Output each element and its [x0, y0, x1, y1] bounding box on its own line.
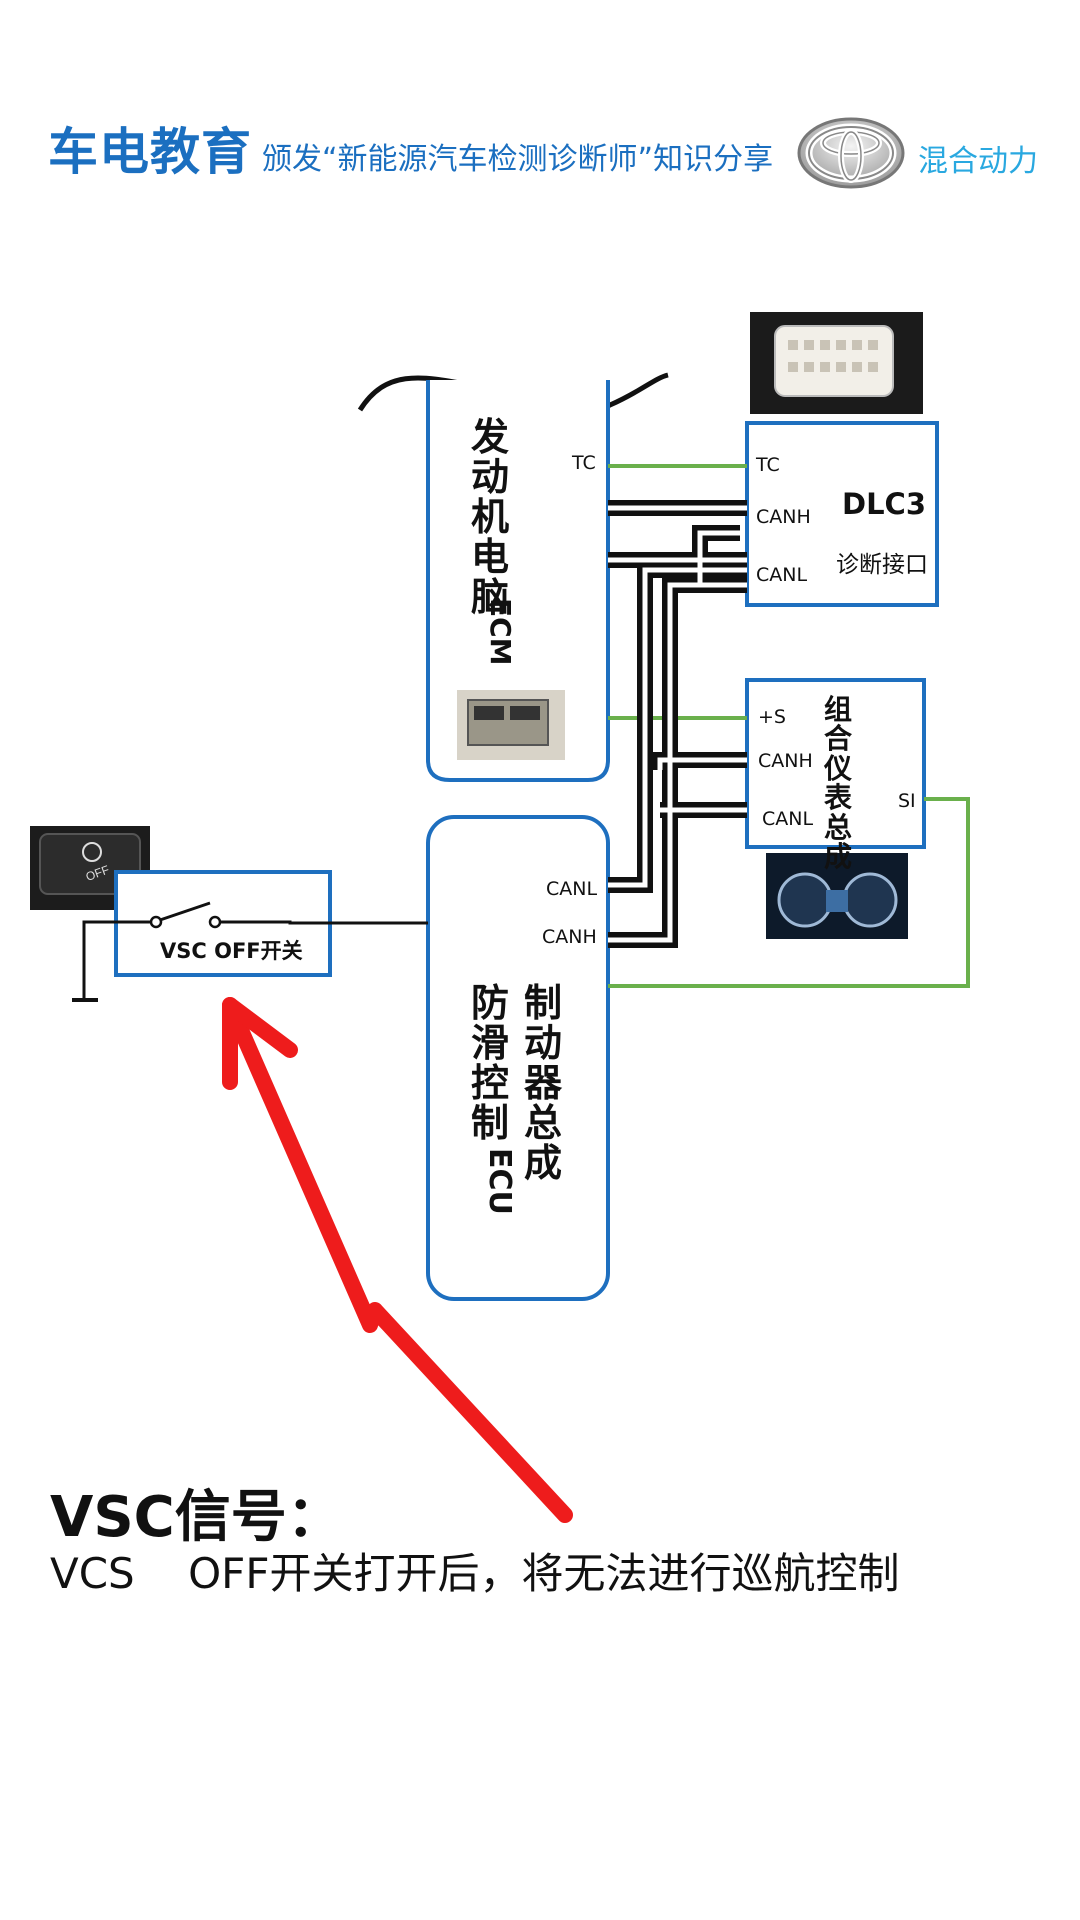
meter-pin-canl: CANL	[762, 808, 814, 830]
switch-signal-wire	[220, 920, 428, 925]
meter-pin-s: +S	[758, 706, 786, 728]
signal-title: VSC信号：	[50, 1485, 343, 1550]
signal-description: VCS OFF开关打开后，将无法进行巡航控制	[50, 1549, 900, 1598]
ecm-photo	[457, 690, 565, 760]
can-bus-bundle	[608, 500, 747, 948]
meter-pin-si: SI	[898, 790, 916, 812]
brake-ecu-label-1: 制动器总成	[523, 981, 562, 1185]
brake-pin-canh: CANH	[542, 926, 597, 948]
brand-title: 车电教育	[48, 123, 252, 181]
brake-ecu-label-2: 防滑控制	[470, 981, 509, 1145]
ecm-box	[426, 380, 610, 782]
vsc-switch-label: VSC OFF开关	[160, 939, 303, 963]
dlc3-title: DLC3	[842, 487, 927, 521]
red-arrow	[222, 997, 573, 1523]
dlc3-pin-tc: TC	[756, 454, 780, 476]
brake-pin-canl: CANL	[546, 878, 598, 900]
header-tagline: 颁发“新能源汽车检测诊断师”知识分享	[262, 142, 774, 177]
si-signal-line	[608, 797, 970, 988]
meter-label: 组合仪表总成	[823, 693, 852, 873]
dlc3-subtitle: 诊断接口	[836, 552, 928, 578]
ecm-label: 发动机电脑	[470, 415, 509, 619]
brake-ecu-box	[426, 815, 610, 1301]
brake-ecu-label-2b: ECU	[482, 1148, 517, 1215]
dlc3-pin-canh: CANH	[756, 506, 811, 528]
dlc3-pin-canl: CANL	[756, 564, 808, 586]
ecm-sub-label: ECM	[484, 598, 517, 666]
meter-box	[745, 678, 926, 849]
series-label: 混合动力	[918, 144, 1038, 179]
toyota-logo-icon	[797, 117, 905, 189]
ecm-pin-tc: TC	[572, 452, 596, 474]
meter-pin-canh: CANH	[758, 750, 813, 772]
dlc3-photo	[750, 312, 923, 414]
ground-wire	[82, 920, 155, 998]
meter-photo	[766, 853, 908, 939]
